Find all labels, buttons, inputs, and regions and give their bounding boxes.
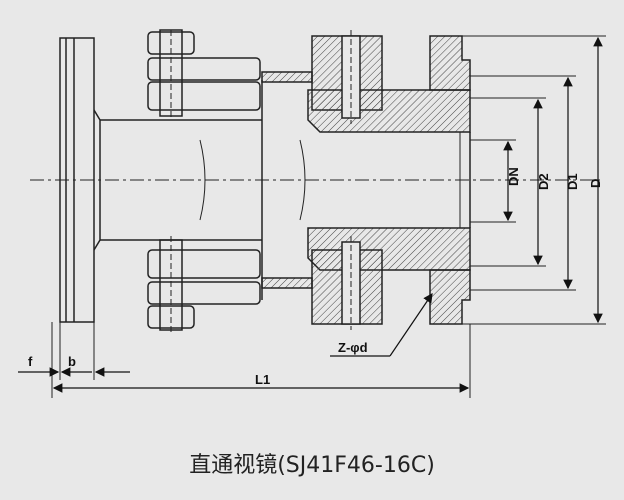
- label-D2: D2: [536, 173, 551, 190]
- label-L1: L1: [255, 372, 270, 387]
- label-bolt-holes: Z-φd: [338, 340, 368, 355]
- bottom-seal-assembly: [261, 227, 471, 330]
- label-D1: D1: [565, 173, 580, 190]
- top-seal-assembly: [261, 30, 471, 133]
- label-f: f: [28, 354, 33, 369]
- label-D: D: [588, 179, 603, 188]
- top-bolt-stack: [147, 29, 261, 120]
- drawing-caption: 直通视镜(SJ41F46-16C): [189, 453, 435, 478]
- dimension-arrows: [18, 36, 603, 393]
- bottom-bolt-stack: [147, 236, 261, 334]
- extension-lines: [51, 35, 606, 398]
- label-DN: DN: [506, 167, 521, 186]
- pipe-body: [93, 80, 306, 300]
- bolt-leader: [389, 293, 433, 357]
- label-b: b: [68, 354, 76, 369]
